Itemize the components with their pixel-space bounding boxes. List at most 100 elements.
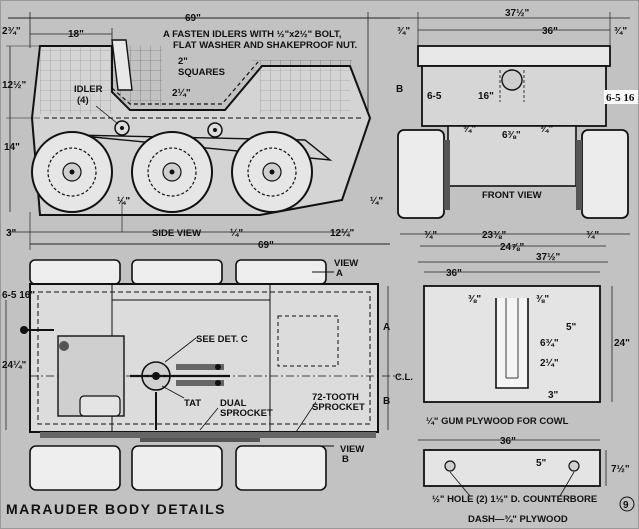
dim-left-3: 3" [6,228,17,239]
front-dim-center: 6⅜" [502,130,521,141]
dim-overall-top: 69" [185,13,201,24]
cowl-slot [495,298,529,389]
cowl-dim-slot-left: ⅜" [468,294,481,305]
cowl-dim-overall: 37½" [536,252,560,263]
wheel-1 [31,131,113,213]
front-stamp: 6-5 16 [606,92,635,104]
cowl-dim-slot-right: ⅜" [536,294,549,305]
tooth-sprocket-label-2: SPROCKET [312,402,365,413]
plan-view: VIEW A 6-5 16" A SEE DET. C 24¼" C.L. TA… [2,258,413,491]
cowl-dim-slot-depth: 6¾" [540,338,559,349]
page-number: 9 [623,500,629,511]
plan-tire-top-2 [131,259,223,285]
squares-label-1: 2" [178,56,188,67]
idler-label-1: IDLER [74,84,103,95]
dim-left-top: 2¾" [2,26,21,37]
plan-cl-label: C.L. [395,372,413,383]
dual-sprocket-label-2: SPROCKET [220,408,273,419]
dim-quarter-a: ¼" [117,196,130,207]
dim-top-18: 18" [68,29,84,40]
dash-caption: DASH—¾" PLYWOOD [468,514,568,525]
dash-dim-five: 5" [536,458,547,469]
wheel-2 [131,131,213,213]
dash-detail: 36" 5" 7½" ½" HOLE (2) 1½" D. COUNTERBOR… [418,436,630,525]
plan-seat [79,395,121,417]
dash-dim-width: 36" [500,436,516,447]
plan-tire-bottom-3 [235,445,327,491]
plan-knob [59,341,69,351]
plan-dim-left-height: 24¼" [2,360,26,371]
front-dim-36: 36" [542,26,558,37]
front-view: 37½" 36" ¾" ¾" B 6-5 16" 6-5 16 ¾" 6⅜" ¾… [395,8,638,253]
squares-label-2: SQUARES [178,67,225,78]
dim-quarter-b: ¼" [230,228,243,239]
front-dim-16: 16" [478,91,494,102]
front-dim-bottom-mid: 23⅜" [482,230,506,241]
dim-2q: 2¼" [172,88,191,99]
front-side-b: B [396,84,403,95]
front-view-caption: FRONT VIEW [482,190,542,201]
seat-back [111,39,133,91]
plan-tire-bottom-1 [29,445,121,491]
tooth-sprocket-label-1: 72-TOOTH [312,392,359,403]
dim-right-quarter: ¼" [370,196,383,207]
tat-label: TAT [184,398,201,409]
front-dim-bottom-overall: 24⅞" [500,242,524,253]
plan-tire-top-1 [29,259,121,285]
cowl-dim-three: 3" [548,390,559,401]
front-dim-overall: 37½" [505,8,529,19]
dash-hole-right [568,460,580,472]
idler-rear [207,122,223,138]
view-a-label-2: A [336,268,343,279]
cowl-dim-five: 5" [566,322,577,333]
front-tire-left [397,129,445,219]
view-b-label-1: VIEW [340,444,364,455]
plan-lever-1 [176,364,224,370]
see-detail-label: SEE DET. C [196,334,248,345]
plan-label-a: A [383,322,390,333]
dash-dim-height: 7½" [611,464,630,475]
front-top-panel [417,45,611,67]
side-note-line2: FLAT WASHER AND SHAKEPROOF NUT. [173,40,357,51]
front-dim-q2: ¾" [540,124,553,135]
dash-note: ½" HOLE (2) 1½" D. COUNTERBORE [432,494,597,505]
page-title: MARAUDER BODY DETAILS [6,501,226,517]
view-b-label-2: B [342,454,349,465]
dim-right-12q: 12¼" [330,228,354,239]
dim-overall-bottom: 69" [258,240,274,251]
plan-tire-bottom-2 [131,445,223,491]
view-a-label-1: VIEW [334,258,358,269]
dim-height-14: 14" [4,142,20,153]
plan-label-b: B [383,396,390,407]
plan-lever-2 [176,380,224,386]
wheel-3 [231,131,313,213]
side-note-line1: A FASTEN IDLERS WITH ½"x2½" BOLT, [163,29,341,40]
idler-label-2: (4) [77,95,89,106]
side-view: 69" 2¾" 18" A FASTEN IDLERS WITH ½"x2½" … [2,12,400,251]
cowl-detail: 37½" 36" ⅜" ⅜" 5" 6¾" 2¼" 3" 24" ¼" GUM … [418,252,630,427]
front-dim-right-q: ¾" [614,26,627,37]
plan-dim-top-left: 6-5 16" [2,290,35,301]
front-dim-bottom-left: ¾" [424,230,437,241]
front-dim-left-q: ¾" [397,26,410,37]
front-dim-bottom-right: ¾" [586,230,599,241]
cowl-dim-height: 24" [614,338,630,349]
dash-hole-left [444,460,456,472]
cowl-caption: ¼" GUM PLYWOOD FOR COWL [426,416,569,427]
cowl-dim-width: 36" [446,268,462,279]
dim-height-left: 12½" [2,80,26,91]
front-tire-right [581,129,629,219]
front-dim-65: 6-5 [427,91,442,102]
front-dim-q1: ¾" [463,124,476,135]
front-stamp-box [604,90,638,104]
cowl-dim-two-q: 2¼" [540,358,559,369]
page-number-ring [619,496,635,512]
side-view-caption: SIDE VIEW [152,228,201,239]
front-axle-left [444,140,450,210]
front-hole [501,69,523,91]
dual-sprocket-label-1: DUAL [220,398,247,409]
plan-chain-bar [40,432,376,438]
front-axle-right [576,140,582,210]
